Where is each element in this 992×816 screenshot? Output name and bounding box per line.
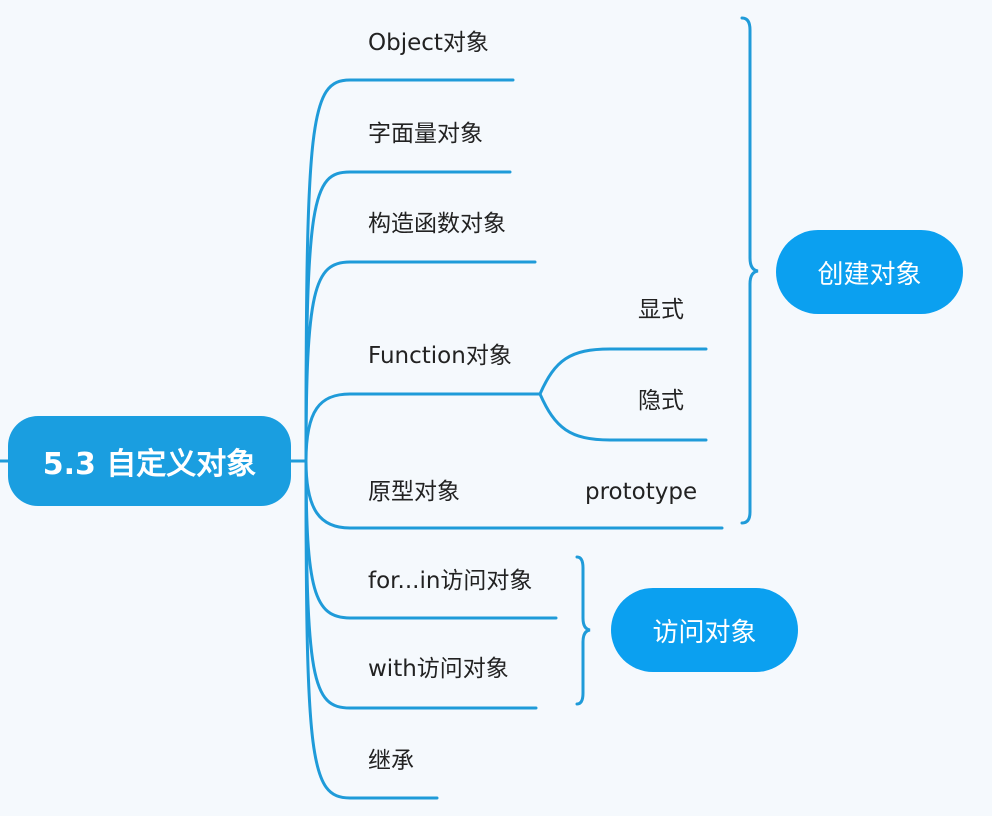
group-access-objects[interactable]: 访问对象 — [611, 588, 798, 672]
root-node[interactable]: 5.3 自定义对象 — [8, 416, 291, 506]
branch-constructor[interactable]: 构造函数对象 — [368, 211, 506, 237]
branch-line-inherit — [289, 459, 439, 800]
group-create-objects-label: 创建对象 — [817, 259, 922, 290]
subbranch-prototype[interactable]: prototype — [585, 479, 698, 505]
branch-line-constructor — [289, 260, 537, 463]
branch-object[interactable]: Object对象 — [368, 30, 489, 56]
subbranch-explicit[interactable]: 显式 — [638, 297, 684, 323]
branch-with[interactable]: with访问对象 — [368, 656, 509, 682]
group-access-objects-label: 访问对象 — [652, 617, 757, 648]
subbranch-line-implicit — [538, 392, 708, 442]
branch-literal[interactable]: 字面量对象 — [368, 121, 483, 147]
branch-function[interactable]: Function对象 — [368, 343, 512, 369]
branch-line-function — [289, 392, 542, 463]
branch-inherit[interactable]: 继承 — [368, 748, 414, 774]
root-node-label: 5.3 自定义对象 — [42, 447, 257, 482]
subbranch-line-explicit — [538, 347, 708, 396]
subbranch-implicit[interactable]: 隐式 — [638, 388, 684, 414]
group-create-objects[interactable]: 创建对象 — [776, 230, 963, 314]
bracket-access — [575, 555, 591, 706]
bracket-create — [740, 16, 759, 525]
branch-forin[interactable]: for...in访问对象 — [368, 568, 533, 594]
branch-prototype[interactable]: 原型对象 — [368, 479, 460, 505]
